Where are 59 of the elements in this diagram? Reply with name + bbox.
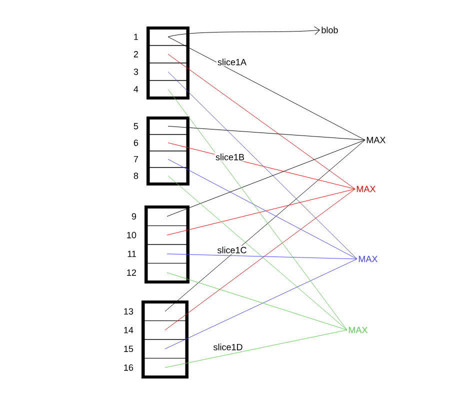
connector-line bbox=[168, 54, 356, 190]
connector-line bbox=[164, 258, 358, 350]
row-number: 2 bbox=[134, 51, 138, 58]
row-number: 10 bbox=[127, 232, 136, 238]
row-cell bbox=[147, 206, 187, 226]
slice-box bbox=[142, 300, 188, 378]
connector-line bbox=[166, 140, 366, 217]
row-number: 3 bbox=[134, 68, 138, 75]
row-cell bbox=[144, 339, 186, 359]
slice-label: slice1A bbox=[216, 58, 248, 66]
row-cell bbox=[149, 45, 187, 64]
connector-line bbox=[168, 158, 358, 260]
text-label: blob bbox=[322, 26, 338, 34]
slice-label: slice1D bbox=[212, 342, 244, 352]
row-number: 7 bbox=[134, 156, 138, 162]
connector-line bbox=[166, 254, 358, 260]
slice-box bbox=[146, 116, 190, 186]
row-cell bbox=[147, 262, 187, 282]
row-number: 1 bbox=[134, 34, 138, 40]
connector-line bbox=[168, 36, 366, 140]
max-label: MAX bbox=[358, 256, 378, 262]
row-cell bbox=[149, 28, 187, 46]
max-label: MAX bbox=[366, 136, 386, 144]
connector-line bbox=[166, 188, 356, 236]
connector-line bbox=[168, 126, 366, 140]
connector-line bbox=[168, 72, 358, 260]
connector-line bbox=[164, 330, 348, 368]
row-number: 14 bbox=[124, 327, 134, 334]
row-cell bbox=[149, 80, 187, 98]
connector-line bbox=[166, 272, 348, 330]
row-cell bbox=[144, 358, 186, 378]
connector-line bbox=[168, 88, 348, 330]
row-number: 11 bbox=[128, 250, 136, 257]
max-label: MAX bbox=[356, 186, 376, 192]
row-number: 16 bbox=[124, 364, 134, 371]
row-cell bbox=[149, 167, 187, 184]
row-cell bbox=[144, 302, 186, 322]
row-cell bbox=[144, 320, 186, 340]
max-label: MAX bbox=[348, 326, 368, 334]
row-number: 13 bbox=[124, 308, 134, 315]
row-number: 5 bbox=[134, 123, 138, 130]
row-cell bbox=[147, 244, 187, 264]
row-number: 15 bbox=[124, 346, 134, 352]
row-number: 8 bbox=[134, 172, 138, 179]
row-number: 12 bbox=[127, 269, 136, 276]
row-cell bbox=[149, 150, 187, 168]
row-number: 9 bbox=[132, 213, 136, 220]
row-cell bbox=[149, 134, 187, 152]
wavy-arrow bbox=[168, 26, 320, 38]
slice-label: slice1B bbox=[214, 152, 246, 162]
slice-box bbox=[144, 206, 190, 284]
row-cell bbox=[147, 225, 187, 245]
row-number: 6 bbox=[134, 140, 138, 146]
row-cell bbox=[149, 62, 187, 81]
row-number: 4 bbox=[134, 86, 138, 92]
row-cell bbox=[149, 118, 187, 135]
slice-label: slice1C bbox=[216, 246, 248, 254]
connector-line bbox=[164, 140, 366, 312]
slice-box bbox=[146, 26, 190, 100]
